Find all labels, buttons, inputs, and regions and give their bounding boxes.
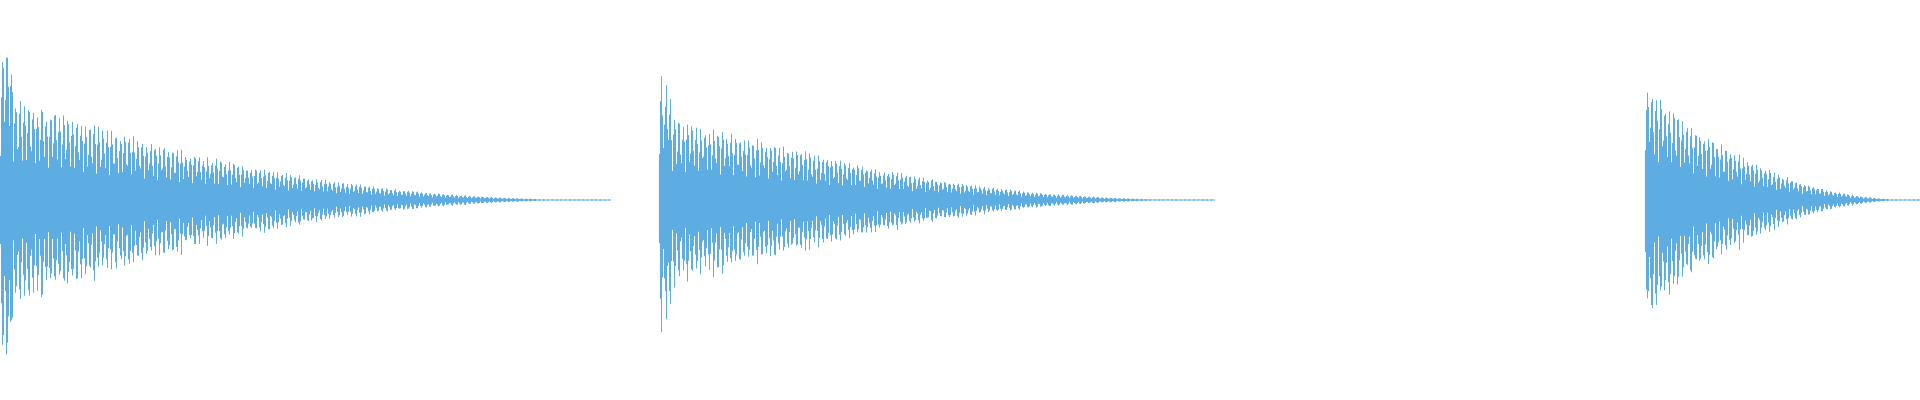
waveform-burst-3 <box>1644 92 1920 308</box>
waveform-burst-2 <box>658 76 1216 333</box>
waveform-core <box>1644 150 1920 250</box>
waveform-core <box>0 138 612 262</box>
waveform-core <box>658 154 1216 246</box>
waveform-burst-1 <box>0 57 612 355</box>
